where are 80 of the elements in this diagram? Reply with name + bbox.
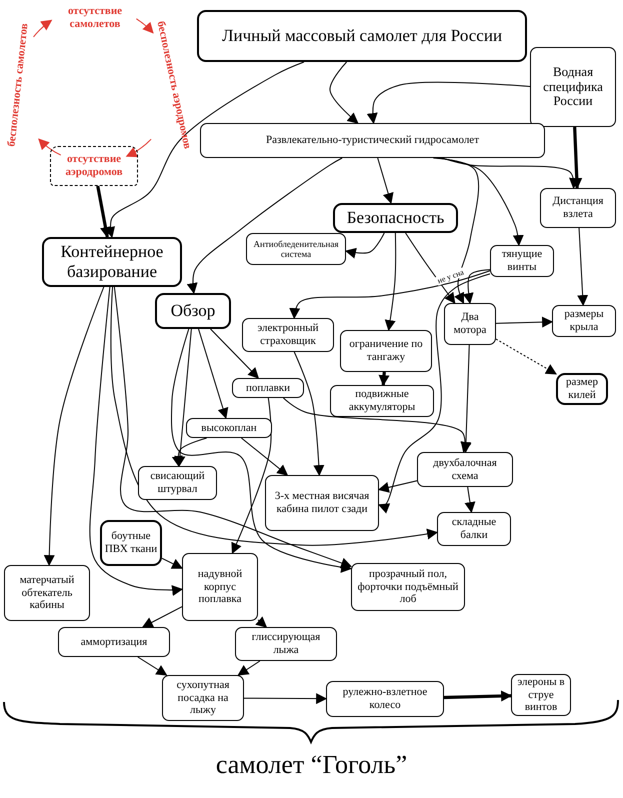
concept-box: рулежно-взлетное колесо (326, 681, 444, 717)
concept-box: надувной корпус поплавка (182, 553, 258, 621)
arrow (198, 328, 228, 420)
arrow (210, 328, 260, 379)
concept-box: складные балки (437, 512, 511, 546)
arrow (231, 398, 272, 554)
arrow (384, 232, 396, 332)
arrow (89, 286, 184, 596)
concept-box: подвижные аккумуляторы (330, 385, 434, 417)
arrow (38, 138, 62, 156)
arrow (378, 480, 418, 493)
arrow (405, 232, 456, 304)
arrow (244, 693, 328, 704)
arrow (444, 690, 512, 702)
arrow (114, 286, 352, 568)
arrow (162, 558, 183, 569)
concept-box: элероны в струе винтов (511, 674, 571, 716)
concept-box: сухопутная посадка на лыжу (162, 675, 244, 721)
concept-box: тянущие винты (490, 245, 554, 277)
concept-box: 3-х местная висячая кабина пилот сзади (265, 475, 379, 531)
concept-box: размер килей (556, 373, 608, 405)
concept-box: отсутствие аэродромов (50, 146, 138, 186)
concept-box: Обзор (155, 293, 231, 329)
arrow (577, 228, 588, 306)
arrow (110, 286, 438, 546)
arrow (240, 438, 288, 476)
concept-box: прозрачный пол, форточки подъёмный лоб (351, 563, 465, 611)
arrow (172, 438, 208, 468)
arrow (33, 20, 52, 38)
edge-label: не у сна (434, 267, 466, 286)
arrow (237, 660, 260, 676)
arrow (366, 82, 530, 124)
arrow (186, 158, 343, 294)
cycle-text: бесполезность самолетов (4, 14, 32, 156)
arrow (344, 232, 385, 259)
concept-box: электронный страховщик (242, 318, 334, 352)
concept-box: размеры крыла (552, 305, 616, 337)
arrow (330, 62, 359, 124)
arrow (126, 138, 152, 158)
arrow (255, 616, 268, 628)
arrow (496, 316, 554, 328)
cycle-text: бесполезность аэродромов (152, 15, 196, 155)
concept-box: ограничение по тангажу (340, 330, 432, 372)
arrow (136, 18, 154, 34)
arrow (464, 486, 476, 514)
cycle-text: отсутствие самолетов (52, 3, 138, 33)
arrow (496, 338, 557, 374)
arrow (378, 372, 390, 386)
concept-box: высокоплан (186, 418, 272, 438)
arrow (432, 158, 480, 304)
concept-box: свисающий штурвал (138, 466, 217, 500)
concept-box: Контейнерное базирование (42, 237, 182, 287)
diagram-caption: самолет “Гоголь” (214, 750, 408, 780)
concept-box: Два мотора (444, 303, 496, 345)
arrow (378, 273, 490, 514)
arrow (142, 606, 182, 628)
concept-box: боутные ПВХ ткани (100, 520, 162, 566)
concept-box: Антиобледенительная система (246, 233, 346, 265)
concept-box: глиссирующая лыжа (235, 627, 337, 661)
concept-box: Развлекательно-туристический гидросамолет (200, 123, 545, 158)
concept-box: двухбалочная схема (417, 452, 513, 487)
concept-box: матерчатый обтекатель кабины (4, 565, 90, 621)
concept-box: Личный массовый самолет для России (197, 10, 527, 62)
arrow (289, 270, 490, 320)
arrow (174, 328, 192, 468)
arrow (460, 344, 472, 454)
arrow (282, 398, 472, 454)
concept-box: Дистанция взлета (540, 188, 616, 228)
arrow (44, 286, 104, 566)
arrow (96, 186, 111, 238)
concept-box: аммортизация (58, 627, 170, 657)
arrow (170, 328, 352, 573)
arrow (377, 158, 394, 204)
concept-box: Безопасность (333, 203, 458, 233)
concept-box: поплавки (232, 378, 304, 398)
arrow (137, 656, 168, 676)
arrow (462, 269, 490, 304)
arrow (294, 352, 324, 476)
arrow (571, 126, 582, 190)
concept-box: Водная специфика России (530, 47, 616, 127)
